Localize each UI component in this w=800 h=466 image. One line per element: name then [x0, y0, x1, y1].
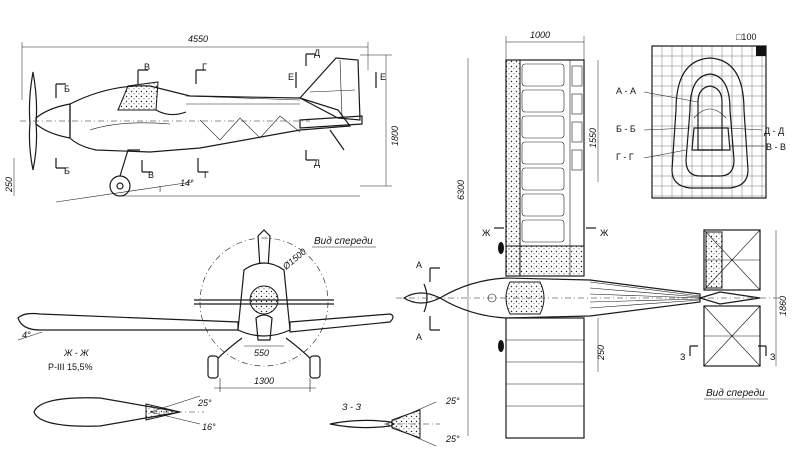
wing-lower-top	[505, 317, 585, 439]
svg-text:Е: Е	[288, 72, 294, 82]
grid-scale-square	[756, 46, 766, 56]
section-a-top: А	[416, 260, 422, 270]
propeller-disc	[199, 237, 329, 367]
left-wheel-front	[207, 355, 219, 379]
tail-angle-up: 25°	[445, 396, 460, 406]
fuselage-width-label: 550	[254, 348, 269, 358]
length-dim-label: 4550	[188, 34, 208, 44]
tail-section: З - З 25° 25°	[329, 396, 460, 447]
main-wheel-side	[109, 175, 131, 197]
svg-text:В: В	[144, 62, 150, 72]
section-label-gg: Г - Г	[616, 152, 634, 162]
right-wheel-front	[309, 355, 321, 379]
wing-left-front	[17, 312, 239, 331]
propeller-side	[28, 71, 38, 171]
fin-side	[299, 57, 361, 121]
wing-right-front	[289, 313, 394, 333]
grid-scale-label: □100	[736, 32, 756, 42]
section-zh-left: Ж	[482, 228, 491, 238]
section-label-dd: Д - Д	[764, 126, 784, 136]
svg-text:В: В	[148, 170, 154, 180]
airfoil-angle-up: 25°	[197, 398, 212, 408]
height-dim-label: 1800	[390, 126, 400, 146]
prop-diameter-label: Ø1500	[280, 246, 308, 272]
track-dim-label: 1300	[254, 376, 274, 386]
section-markers-side: Б Б В В Г Г Д Д Е Е	[55, 48, 386, 180]
svg-text:Г: Г	[202, 62, 207, 72]
fuselage-sections-grid: □100 А - А Б - Б Г - Г Д - Д В - В	[616, 32, 786, 199]
svg-text:Е: Е	[380, 72, 386, 82]
angle-label: 14°	[180, 178, 194, 188]
section-label-vv: В - В	[766, 142, 786, 152]
front-view-caption: Вид спереди	[314, 236, 373, 247]
airfoil-title: Ж - Ж	[63, 348, 89, 358]
airfoil-profile: Р-III 15,5%	[48, 362, 93, 372]
section-z-right: З	[770, 352, 775, 362]
canopy-side	[117, 81, 159, 111]
dim-250-label: 250	[596, 345, 606, 361]
tail-span-dim-label: 1860	[778, 296, 788, 316]
side-view: 4550 1800 250	[4, 34, 400, 203]
chord-dim-label: 1000	[530, 30, 550, 40]
airfoil-angle-down: 16°	[202, 422, 216, 432]
dihedral-label: 4°	[22, 330, 31, 340]
svg-text:Г: Г	[204, 170, 209, 180]
svg-text:Д: Д	[314, 48, 320, 58]
top-view-caption: Вид спереди	[706, 388, 765, 399]
tail-angle-down: 25°	[445, 434, 460, 444]
section-label-bb: Б - Б	[616, 124, 636, 134]
dim-1550-label: 1550	[588, 128, 598, 148]
tailplane-top	[697, 229, 761, 367]
section-z-left: З	[680, 352, 685, 362]
svg-text:Д: Д	[314, 158, 320, 168]
section-a-bottom: А	[416, 332, 422, 342]
top-view: 6300 1000 1550	[396, 30, 788, 439]
section-label-aa: А - А	[616, 86, 636, 96]
svg-text:Б: Б	[64, 84, 70, 94]
ground-dim-label: 250	[4, 177, 14, 193]
airfoil-section: Ж - Ж Р-III 15,5% 25° 16°	[33, 348, 216, 432]
span-dim-label: 6300	[456, 180, 466, 200]
svg-text:Б: Б	[64, 166, 70, 176]
section-zh-right: Ж	[600, 228, 609, 238]
tail-section-title: З - З	[342, 402, 362, 412]
